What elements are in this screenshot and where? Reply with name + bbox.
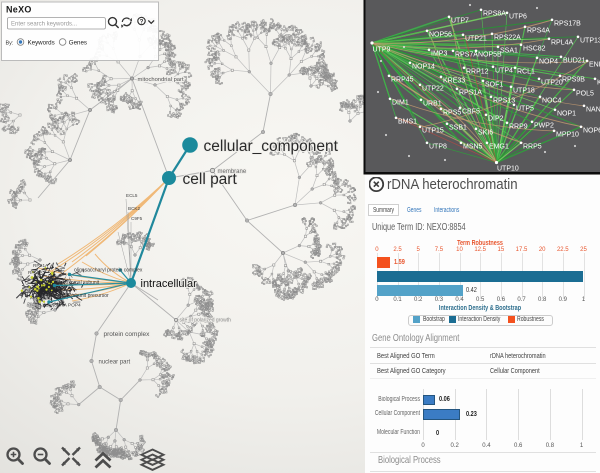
svg-text:NAN1: NAN1	[586, 107, 600, 114]
svg-text:RRP5: RRP5	[523, 144, 542, 151]
svg-text:RRP9: RRP9	[509, 124, 528, 131]
svg-text:RPS8A: RPS8A	[483, 11, 506, 18]
svg-text:SOF1: SOF1	[485, 82, 503, 89]
svg-text:NeXO: NeXO	[6, 4, 32, 14]
svg-text:Genes: Genes	[69, 39, 87, 46]
svg-text:NOP1: NOP1	[557, 111, 576, 118]
svg-text:PWP2: PWP2	[534, 123, 554, 130]
svg-text:NOP14: NOP14	[412, 64, 435, 71]
svg-text:intracellular: intracellular	[141, 278, 198, 290]
svg-text:Keywords: Keywords	[28, 39, 55, 46]
svg-text:RPS7A: RPS7A	[455, 52, 478, 59]
svg-text:KRE33: KRE33	[443, 78, 465, 85]
svg-text:membrane: membrane	[218, 169, 247, 175]
svg-text:CBF5: CBF5	[462, 109, 480, 116]
svg-text:UTP10: UTP10	[497, 166, 519, 173]
svg-text:DIP2: DIP2	[488, 116, 504, 123]
svg-text:RPS5: RPS5	[443, 110, 461, 117]
svg-text:site of polarized growth: site of polarized growth	[180, 318, 232, 324]
svg-text:NOC4: NOC4	[542, 98, 562, 105]
svg-text:RPL2A: RPL2A	[28, 270, 43, 275]
svg-text:SSB1: SSB1	[449, 125, 467, 132]
svg-text:POL5: POL5	[576, 91, 594, 98]
svg-text:UTP13: UTP13	[580, 38, 600, 45]
svg-text:RRP12: RRP12	[466, 69, 489, 76]
svg-text:SSA1: SSA1	[500, 48, 518, 55]
svg-text:BCK2: BCK2	[128, 206, 140, 211]
svg-text:NOP56: NOP56	[429, 32, 452, 39]
svg-text:snoRNA POP4: snoRNA POP4	[49, 303, 81, 309]
svg-text:NOP5B: NOP5B	[478, 52, 502, 59]
svg-text:RPS1A: RPS1A	[33, 263, 49, 268]
svg-text:MSN5: MSN5	[463, 144, 483, 151]
svg-text:C9F5: C9F5	[131, 216, 143, 221]
svg-text:RRP45: RRP45	[391, 77, 414, 84]
svg-text:By:: By:	[6, 40, 14, 46]
svg-text:UTP20: UTP20	[541, 80, 563, 87]
svg-text:BUD21: BUD21	[563, 58, 586, 65]
svg-text:IMP3: IMP3	[431, 51, 447, 58]
svg-text:RPL4A: RPL4A	[551, 40, 574, 47]
svg-text:UTP8: UTP8	[429, 144, 447, 151]
svg-text:DIM1: DIM1	[392, 100, 409, 107]
svg-text:EMG1: EMG1	[489, 144, 509, 151]
svg-text:protein complex: protein complex	[104, 331, 151, 338]
svg-text:HSC82: HSC82	[523, 46, 546, 53]
svg-text:RPS13: RPS13	[493, 98, 515, 105]
svg-text:Enter search keywords...: Enter search keywords...	[11, 22, 77, 28]
svg-text:UTP15: UTP15	[422, 128, 444, 135]
svg-text:ECL5: ECL5	[126, 193, 138, 198]
svg-text:URB1: URB1	[423, 101, 442, 108]
svg-text:ribosomal subunit precursor: ribosomal subunit precursor	[47, 293, 109, 299]
svg-text:oligosaccharyl protein complex: oligosaccharyl protein complex	[74, 268, 143, 274]
svg-text:RCL1: RCL1	[517, 69, 535, 76]
svg-text:UTP6: UTP6	[509, 14, 527, 21]
svg-text:RPS9B: RPS9B	[562, 77, 585, 84]
svg-text:UTP9: UTP9	[373, 47, 391, 54]
svg-text:UTP5: UTP5	[516, 106, 534, 113]
svg-text:BMS1: BMS1	[398, 119, 417, 126]
svg-text:UTP18: UTP18	[513, 88, 535, 95]
svg-text:RPS17B: RPS17B	[554, 21, 581, 28]
svg-text:RPS1A: RPS1A	[459, 90, 482, 97]
svg-text:UTP21: UTP21	[465, 36, 487, 43]
svg-text:MPP10: MPP10	[556, 132, 579, 139]
svg-text:?: ?	[140, 19, 144, 26]
svg-text:cellular_component: cellular_component	[204, 138, 339, 155]
svg-text:UTP7: UTP7	[451, 18, 469, 25]
svg-text:SKI6: SKI6	[478, 130, 493, 137]
svg-text:NOP6: NOP6	[583, 128, 600, 135]
svg-text:KRI1: KRI1	[597, 80, 600, 87]
svg-text:UTP22: UTP22	[422, 86, 444, 93]
svg-text:nuclear part: nuclear part	[99, 360, 131, 366]
svg-text:RPS22A: RPS22A	[494, 35, 521, 42]
svg-text:RPS4A: RPS4A	[527, 28, 550, 35]
svg-text:ribosomal subunit: ribosomal subunit	[60, 280, 100, 286]
svg-text:ENP1: ENP1	[589, 62, 600, 69]
svg-text:mitochondrial part: mitochondrial part	[138, 77, 184, 83]
svg-text:NOP4: NOP4	[539, 59, 558, 66]
svg-text:UTP4: UTP4	[495, 68, 513, 75]
svg-text:cell part: cell part	[183, 171, 238, 188]
